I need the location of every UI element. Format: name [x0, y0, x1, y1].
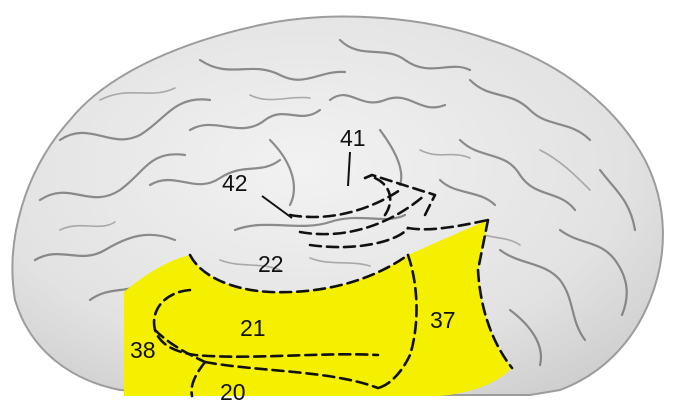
area-label-38: 38	[130, 337, 156, 363]
area-label-37: 37	[430, 307, 456, 333]
area-label-21: 21	[240, 315, 266, 341]
area-label-41: 41	[340, 125, 366, 151]
area-label-20: 20	[220, 379, 246, 405]
area-label-22: 22	[258, 251, 284, 277]
area-label-42: 42	[222, 170, 248, 196]
